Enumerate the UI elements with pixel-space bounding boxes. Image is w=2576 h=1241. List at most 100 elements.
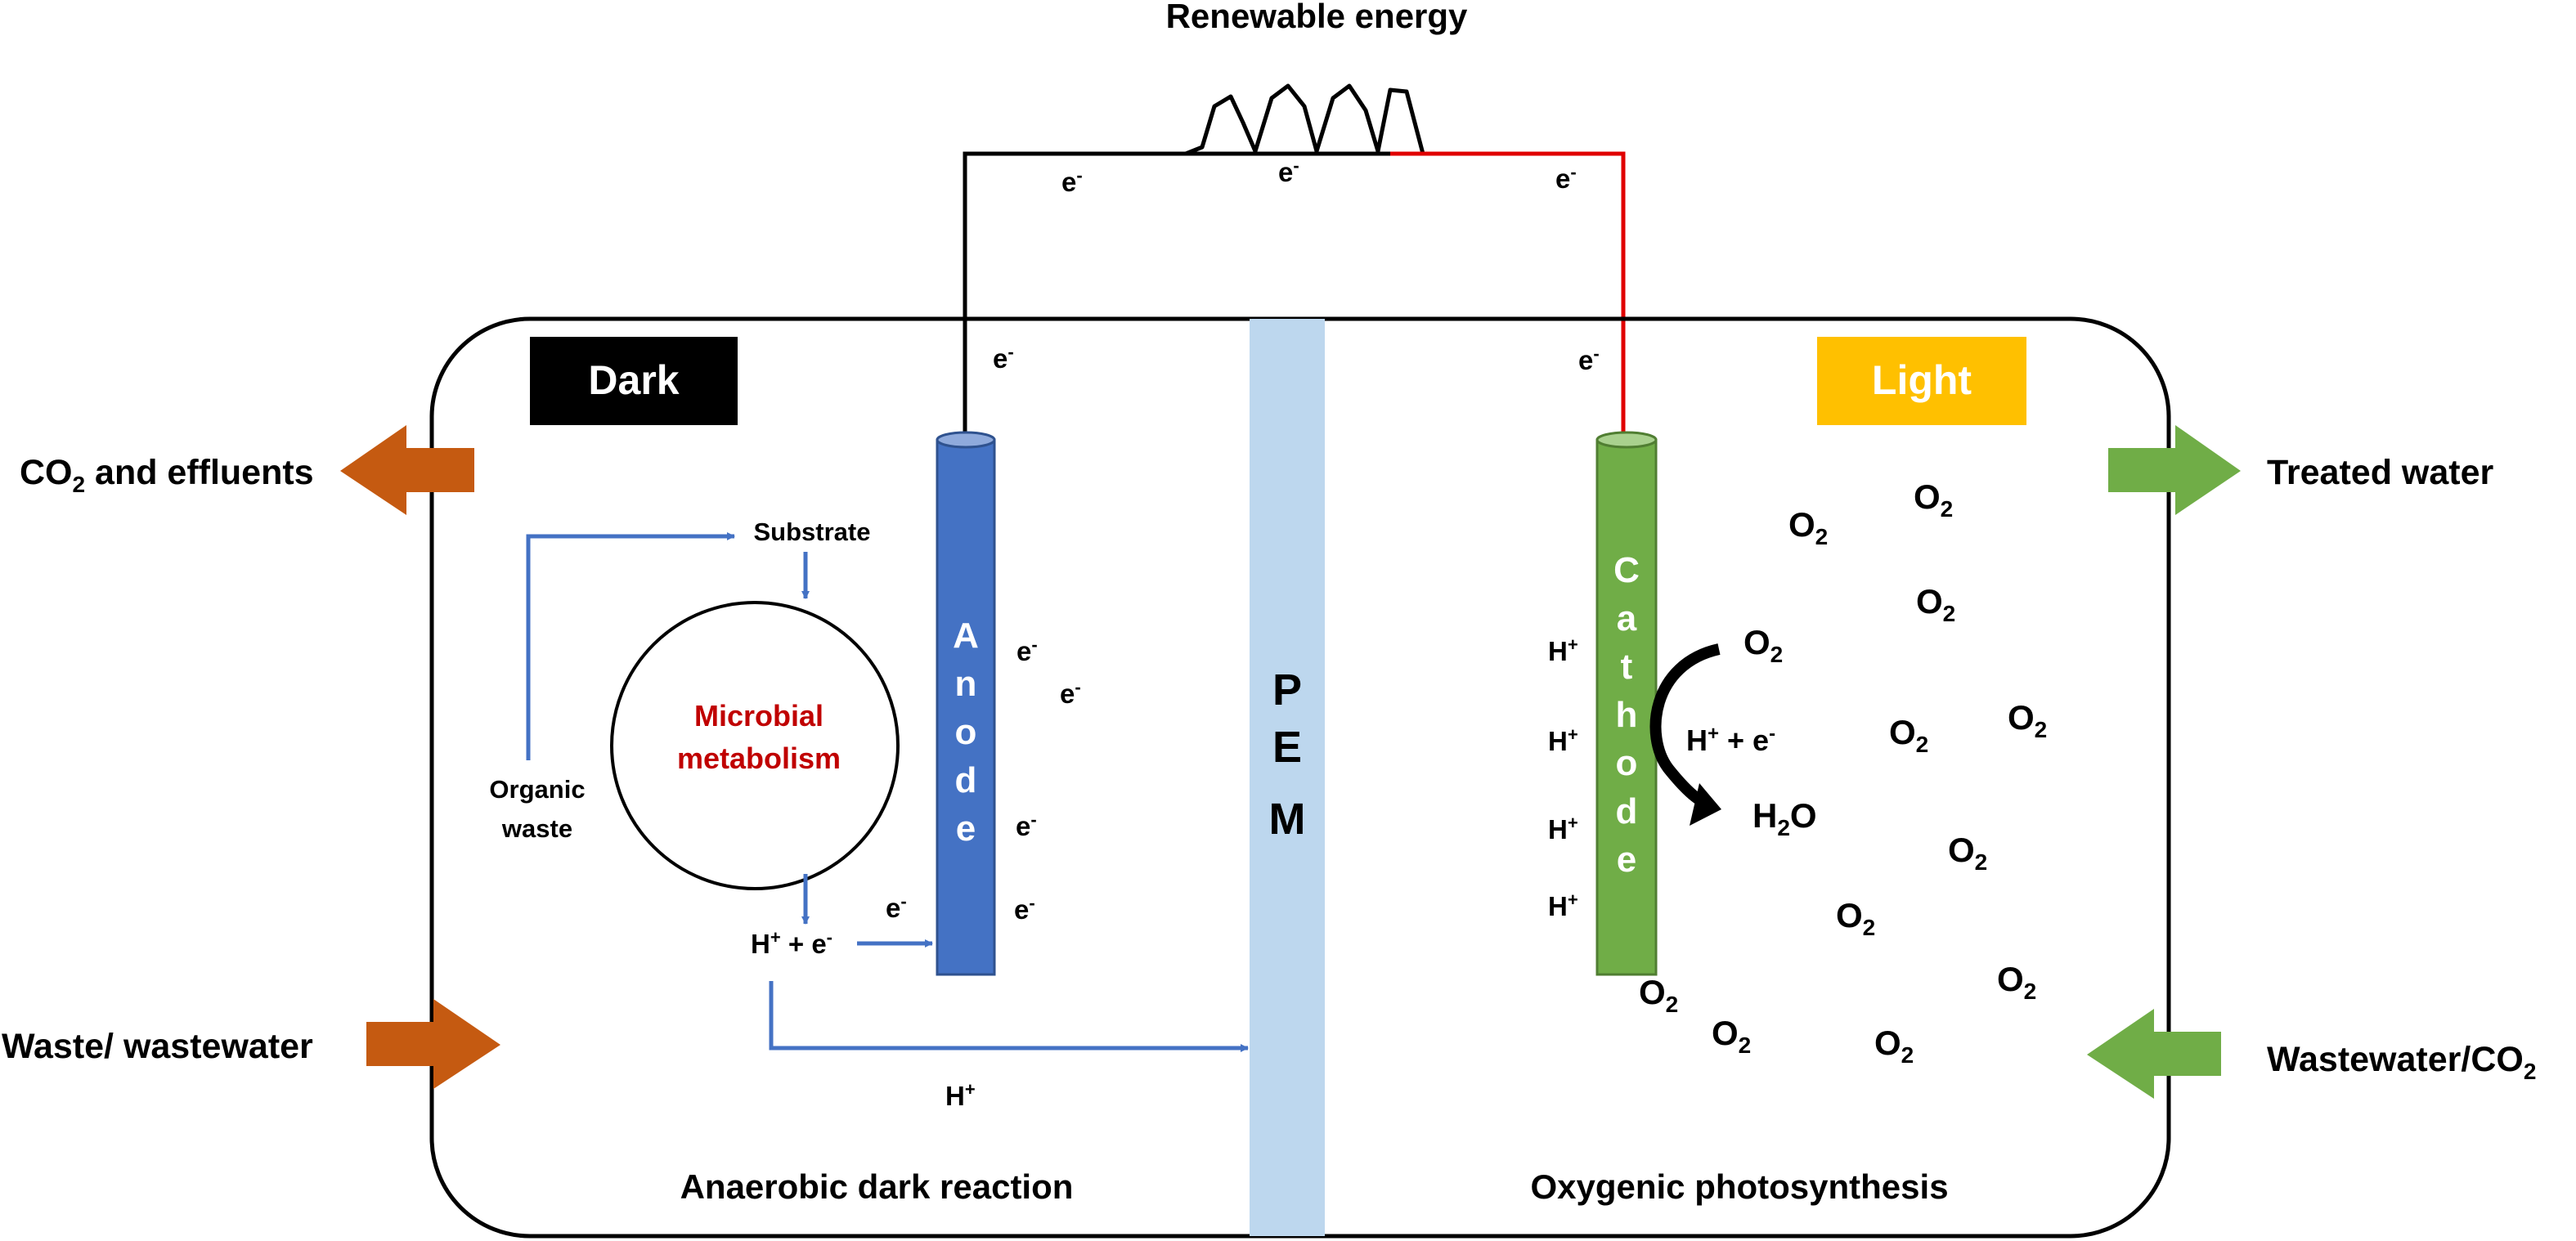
wastewater-co2-label: Wastewater/CO2 bbox=[2267, 1040, 2536, 1084]
oxygen-subscript: 2 bbox=[1943, 601, 1956, 626]
oxygen-subscript: 2 bbox=[1770, 642, 1784, 667]
electron-charge: - bbox=[1293, 155, 1299, 176]
cathode-reaction-label: H+ + e- bbox=[1686, 723, 1775, 757]
oxygen-symbol: O bbox=[1744, 623, 1770, 661]
anode-letter-2: n bbox=[955, 664, 977, 704]
cathode-electrode bbox=[1595, 438, 1658, 976]
electron-symbol: e bbox=[886, 893, 900, 923]
electron-label: e- bbox=[1016, 809, 1037, 841]
electron-charge: - bbox=[1031, 634, 1037, 655]
proton-charge: + bbox=[1568, 813, 1578, 833]
resistor-zigzag bbox=[1183, 83, 1425, 156]
organic-waste-line1: Organic bbox=[489, 775, 585, 804]
cathode-letter-6: d bbox=[1616, 791, 1638, 831]
pem-membrane bbox=[1250, 319, 1325, 1236]
proton-symbol: H bbox=[1686, 724, 1708, 757]
water-h: H bbox=[1752, 796, 1777, 835]
cathode-letter-3: t bbox=[1621, 647, 1633, 687]
electron-label: e- bbox=[886, 891, 907, 923]
waste-wastewater-label: Waste/ wastewater bbox=[2, 1027, 313, 1066]
proton-charge: + bbox=[965, 1079, 976, 1100]
curved-reaction-arrow bbox=[1649, 643, 1721, 809]
arrow-waste-in bbox=[366, 999, 500, 1089]
water-o: O bbox=[1790, 796, 1817, 835]
oxygen-subscript: 2 bbox=[1863, 915, 1876, 940]
electron-charge: - bbox=[1570, 162, 1576, 182]
dark-zone-label: Dark bbox=[588, 357, 679, 403]
proton-symbol: H bbox=[751, 929, 770, 959]
oxygen-symbol: O bbox=[1788, 505, 1815, 544]
oxygen-subscript: 2 bbox=[1941, 496, 1954, 522]
electron-symbol: e bbox=[1016, 636, 1031, 666]
cathode-top bbox=[1595, 431, 1658, 449]
oxygen-label: O2 bbox=[1712, 1014, 1751, 1058]
oxygen-subscript: 2 bbox=[1916, 732, 1929, 757]
oxygen-label: O2 bbox=[1744, 623, 1783, 667]
electron-label: e- bbox=[1014, 893, 1035, 925]
oxygen-label: O2 bbox=[1889, 713, 1928, 757]
proton-charge: + bbox=[1568, 724, 1578, 745]
proton-label: H+ bbox=[945, 1079, 976, 1111]
electron-symbol: e bbox=[1752, 724, 1769, 757]
oxygen-label: O2 bbox=[1788, 505, 1828, 549]
electron-symbol: e bbox=[1060, 679, 1075, 709]
title-renewable-energy: Renewable energy bbox=[1166, 0, 1468, 35]
electron-charge: - bbox=[1769, 723, 1775, 745]
oxygen-symbol: O bbox=[1712, 1014, 1739, 1052]
pem-letter-m: M bbox=[1269, 795, 1306, 844]
pem-letter-p: P bbox=[1272, 665, 1302, 715]
water-text: H2O bbox=[1752, 796, 1817, 840]
electron-charge: - bbox=[1030, 809, 1036, 830]
proton-label: H+ bbox=[1548, 889, 1578, 921]
electron-symbol: e bbox=[811, 929, 826, 959]
electron-charge: - bbox=[1008, 342, 1013, 362]
oxygen-subscript: 2 bbox=[1975, 849, 1988, 875]
anode-reaction-label: H+ + e- bbox=[751, 927, 832, 959]
plus-sign: + bbox=[781, 929, 812, 959]
treated-water-label: Treated water bbox=[2267, 453, 2493, 492]
anode-letter-4: d bbox=[955, 760, 977, 800]
plus-sign: + bbox=[1719, 724, 1752, 757]
electron-label: e- bbox=[993, 342, 1014, 374]
water-label: H2O bbox=[1752, 796, 1817, 840]
oxygen-symbol: O bbox=[1836, 896, 1863, 934]
cathode-letter-7: e bbox=[1617, 840, 1636, 880]
arrow-proton-to-pem bbox=[769, 981, 1249, 1052]
light-zone-box bbox=[1817, 337, 2026, 425]
proton-symbol: H bbox=[1548, 814, 1568, 845]
organic-waste-line2: waste bbox=[501, 814, 572, 843]
electron-charge: - bbox=[1593, 343, 1599, 364]
proton-label: H+ bbox=[1548, 724, 1578, 756]
pem-letter-e: E bbox=[1272, 723, 1302, 772]
light-caption: Oxygenic photosynthesis bbox=[1530, 1167, 1948, 1206]
oxygen-label: O2 bbox=[1916, 582, 1955, 626]
proton-label: H+ bbox=[1548, 634, 1578, 666]
oxygen-label: O2 bbox=[1914, 477, 1953, 522]
anode-electrode bbox=[936, 438, 996, 976]
oxygen-subscript: 2 bbox=[2035, 717, 2048, 742]
proton-label: H+ bbox=[1548, 813, 1578, 845]
arrow-treated-out bbox=[2108, 425, 2241, 515]
electron-label: e- bbox=[1016, 634, 1038, 666]
proton-labels: H+H+H+H+H+ bbox=[945, 634, 1578, 1111]
proton-charge: + bbox=[1708, 723, 1719, 745]
water-subscript: 2 bbox=[1777, 815, 1790, 840]
arrow-organic-to-substrate bbox=[526, 532, 735, 760]
electron-label: e- bbox=[1060, 677, 1081, 709]
oxygen-subscript: 2 bbox=[1815, 524, 1829, 549]
reaction-text: H+ + e- bbox=[1686, 723, 1775, 757]
oxygen-subscript: 2 bbox=[1666, 992, 1679, 1017]
substrate-label: Substrate bbox=[754, 517, 871, 546]
cathode-letter-1: C bbox=[1613, 550, 1640, 590]
wire-cathode bbox=[1390, 151, 1626, 432]
oxygen-subscript: 2 bbox=[1901, 1042, 1914, 1068]
electron-labels: e-e-e-e-e-e-e-e-e-e- bbox=[886, 155, 1600, 925]
oxygen-label: O2 bbox=[2008, 698, 2047, 742]
oxygen-subscript: 2 bbox=[1739, 1033, 1752, 1058]
electron-charge: - bbox=[1075, 677, 1080, 697]
proton-charge: + bbox=[1568, 634, 1578, 655]
electron-symbol: e bbox=[1555, 164, 1570, 194]
